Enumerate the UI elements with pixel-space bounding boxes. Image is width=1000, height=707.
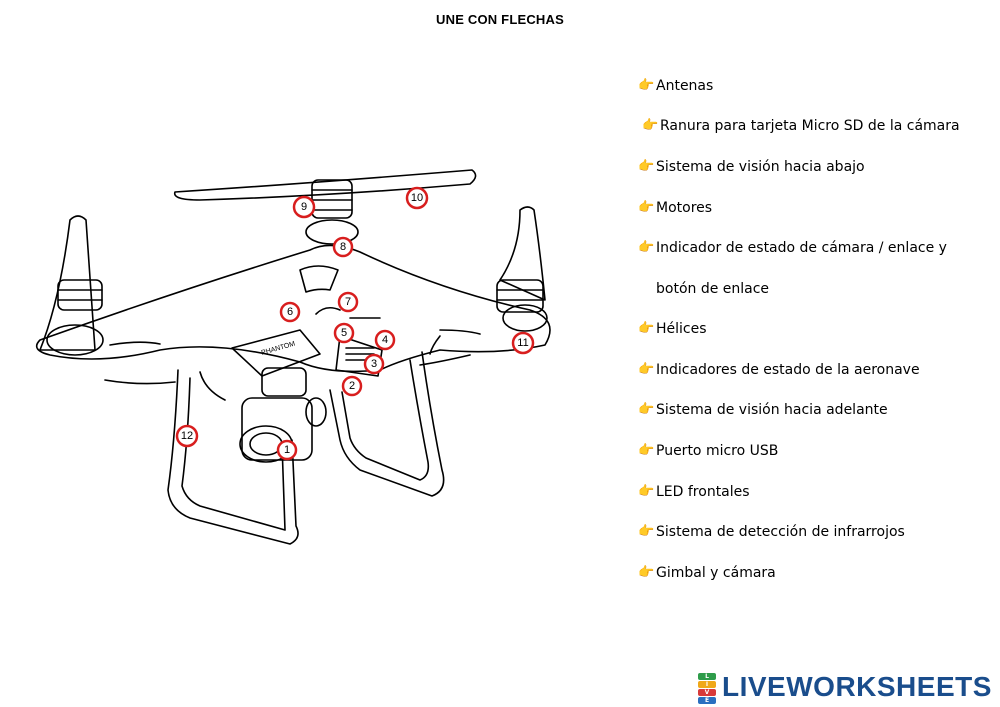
list-item[interactable]: 👉 Puerto micro USB (638, 442, 778, 460)
list-item-label: botón de enlace (656, 281, 770, 297)
liveworksheets-logo[interactable]: L I V E LIVEWORKSHEETS (698, 670, 992, 704)
marker-2-circle (341, 375, 363, 397)
worksheet-title: UNE CON FLECHAS (436, 12, 564, 27)
list-item[interactable]: 👉 Sistema de detección de infrarrojos (638, 523, 905, 541)
marker-6-label: 6 (287, 306, 293, 318)
marker-7-label: 7 (345, 296, 351, 308)
list-item[interactable]: 👉 Hélices (638, 320, 707, 338)
logo-icon-letter: I (698, 681, 716, 688)
drone-illustration: PHANTOM 1 2 3 4 5 6 7 8 9 10 (35, 169, 551, 545)
list-item-label: Gimbal y cámara (656, 565, 776, 581)
list-item[interactable]: 👉 Sistema de visión hacia adelante (638, 401, 888, 419)
marker-1-circle (276, 439, 298, 461)
marker-11-circle (511, 331, 535, 355)
list-item-label: Sistema de visión hacia abajo (656, 159, 865, 175)
pointing-hand-icon: 👉 (638, 484, 655, 499)
marker-4-label: 4 (382, 334, 388, 346)
list-item-label: Sistema de detección de infrarrojos (656, 524, 905, 540)
list-item[interactable]: 👉 Ranura para tarjeta Micro SD de la cám… (642, 117, 960, 135)
list-item[interactable]: 👉 Motores (638, 199, 712, 217)
marker-7-circle (337, 291, 359, 313)
pointing-hand-icon: 👉 (638, 524, 655, 539)
pointing-hand-icon: 👉 (638, 362, 655, 377)
list-item-label: Indicadores de estado de la aeronave (656, 362, 920, 378)
list-item-label: Motores (656, 200, 713, 216)
pointing-hand-icon: 👉 (638, 159, 655, 174)
marker-10-label: 10 (411, 192, 423, 204)
pointing-hand-icon: 👉 (638, 240, 655, 255)
marker-10-circle (405, 186, 429, 210)
marker-9-circle (292, 195, 316, 219)
list-item-label: Antenas (656, 78, 714, 94)
list-item[interactable]: 👉 LED frontales (638, 483, 750, 501)
pointing-hand-icon: 👉 (638, 565, 655, 580)
marker-12-label: 12 (181, 430, 193, 442)
list-item-label: LED frontales (656, 484, 750, 500)
list-item-label: Indicador de estado de cámara / enlace y (656, 240, 947, 256)
marker-5-label: 5 (341, 327, 347, 339)
marker-3-circle (363, 353, 385, 375)
logo-icon-letter: E (698, 697, 716, 704)
pointing-hand-icon: 👉 (638, 200, 655, 215)
pointing-hand-icon: 👉 (638, 78, 655, 93)
list-item-continuation[interactable]: botón de enlace (656, 280, 769, 298)
list-item-label: Sistema de visión hacia adelante (656, 402, 888, 418)
pointing-hand-icon: 👉 (642, 118, 659, 133)
pointing-hand-icon: 👉 (638, 402, 655, 417)
list-item[interactable]: 👉 Indicadores de estado de la aeronave (638, 361, 920, 379)
marker-6-circle (279, 301, 301, 323)
list-item-label: Hélices (656, 321, 707, 337)
logo-icon-letter: V (698, 689, 716, 696)
drone-diagram: PHANTOM 1 2 3 4 5 6 7 8 9 10 (0, 140, 600, 580)
marker-3-label: 3 (371, 358, 377, 370)
list-item-label: Ranura para tarjeta Micro SD de la cámar… (660, 118, 960, 134)
marker-8-label: 8 (340, 241, 346, 253)
marker-1-label: 1 (284, 444, 290, 456)
liveworksheets-icon: L I V E (698, 673, 716, 704)
list-item-label: Puerto micro USB (656, 443, 779, 459)
marker-2-label: 2 (349, 380, 355, 392)
pointing-hand-icon: 👉 (638, 443, 655, 458)
marker-4-circle (374, 329, 396, 351)
marker-8-circle (332, 236, 354, 258)
list-item[interactable]: 👉 Antenas (638, 77, 713, 95)
brand-mark: PHANTOM (261, 341, 297, 357)
marker-9-label: 9 (301, 201, 307, 213)
pointing-hand-icon: 👉 (638, 321, 655, 336)
marker-11-label: 11 (517, 337, 528, 349)
list-item[interactable]: 👉 Sistema de visión hacia abajo (638, 158, 865, 176)
marker-12-circle (175, 424, 199, 448)
list-item[interactable]: 👉 Indicador de estado de cámara / enlace… (638, 239, 947, 257)
logo-text: LIVEWORKSHEETS (722, 671, 992, 702)
list-item[interactable]: 👉 Gimbal y cámara (638, 564, 776, 582)
logo-icon-letter: L (698, 673, 716, 680)
marker-5-circle (333, 322, 355, 344)
